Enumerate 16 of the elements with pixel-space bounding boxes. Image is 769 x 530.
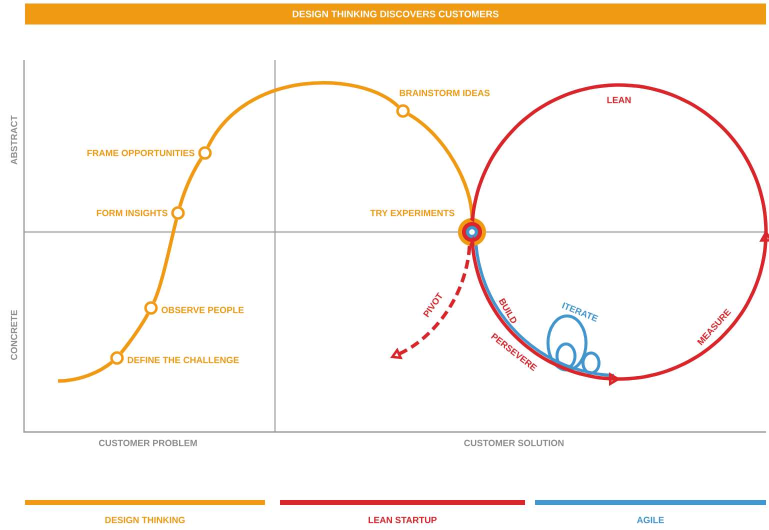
axis-label: ABSTRACT	[10, 115, 18, 165]
axis-label: CUSTOMER SOLUTION	[464, 440, 564, 446]
connector	[58, 360, 113, 383]
connector	[152, 219, 178, 303]
axis-label: CONCRETE	[10, 310, 18, 360]
connector	[120, 313, 150, 354]
axis-label: LEAN	[607, 96, 631, 104]
legend-label: DESIGN THINKING	[105, 516, 185, 524]
legend-label: LEAN STARTUP	[368, 516, 437, 524]
title-banner: DESIGN THINKING DISCOVERS CUSTOMERS	[25, 4, 766, 24]
legend-label: AGILE	[636, 516, 664, 524]
connector	[408, 112, 474, 218]
node-label: TRY EXPERIMENTS	[370, 210, 454, 216]
connector	[178, 158, 203, 208]
axis-label: CUSTOMER PROBLEM	[98, 440, 197, 446]
connector	[206, 81, 400, 148]
